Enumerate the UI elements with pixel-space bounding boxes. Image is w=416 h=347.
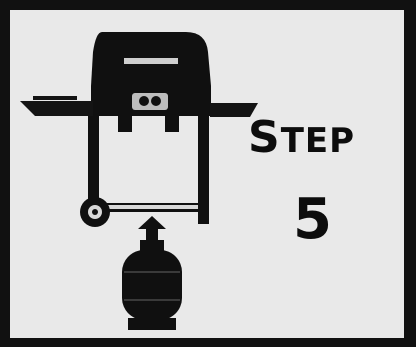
step-rest-letters: TEP	[281, 121, 355, 161]
step-first-letter: S	[248, 112, 281, 163]
propane-tank-icon	[122, 240, 182, 330]
gas-grill-icon	[20, 32, 258, 227]
step-title: STEP	[248, 118, 398, 161]
arrow-up-icon	[138, 216, 166, 240]
step-number: 5	[293, 190, 353, 250]
